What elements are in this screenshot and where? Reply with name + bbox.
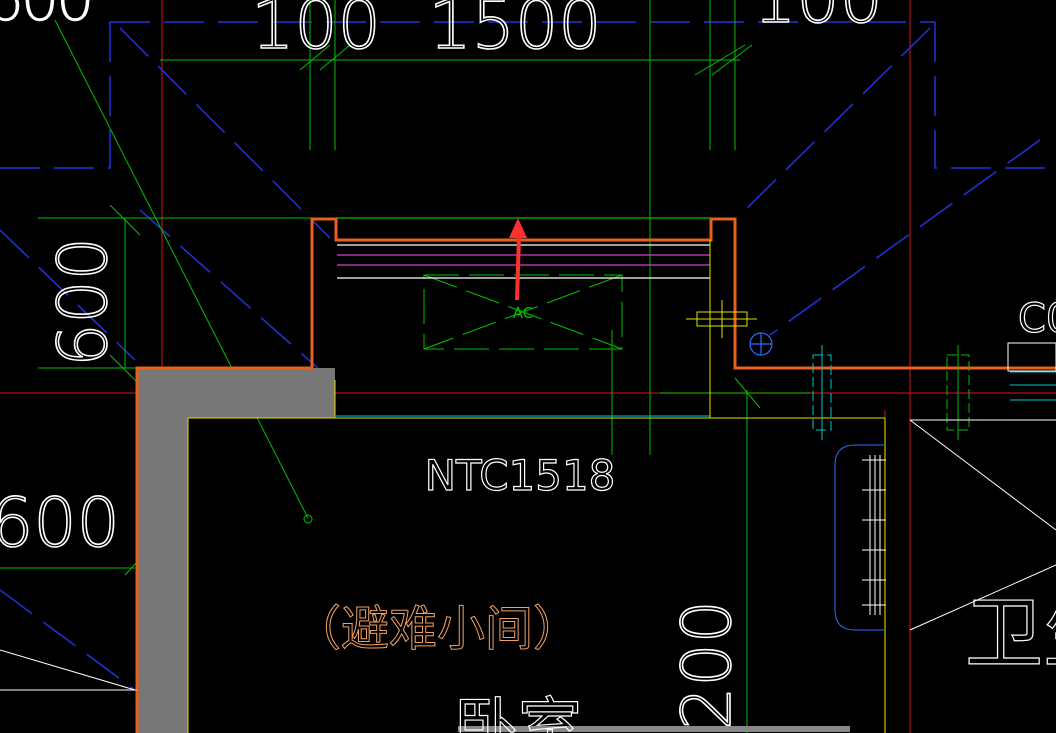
dim-left-vertical-600: 600 <box>44 237 123 367</box>
dim-top-100-a: 100 <box>251 0 381 65</box>
window-tag-label: NTC1518 <box>425 451 616 500</box>
right-partial-text: C0 <box>1018 296 1056 342</box>
blue-dashed-lines <box>0 21 1056 691</box>
drain-symbol[interactable] <box>749 332 773 356</box>
dim-left-600-partial: 600 <box>0 484 120 563</box>
room-refuge-label: （避难小间） <box>293 601 581 657</box>
gray-wall <box>137 368 335 733</box>
cyan-lines <box>336 345 1056 631</box>
ac-unit[interactable] <box>423 274 623 350</box>
window-glazing <box>335 217 710 279</box>
white-lines <box>0 342 1056 732</box>
red-arrow-icon <box>509 218 527 300</box>
green-lines <box>0 0 810 733</box>
dim-top-100-b: 100 <box>753 0 883 39</box>
wall-outline <box>135 217 1056 733</box>
ac-unit-label: AC <box>513 304 533 322</box>
room-bedroom-label: 卧室 <box>454 692 582 733</box>
right-bottom-partial-text: 卫生 <box>965 589 1056 679</box>
dim-top-left-partial: 600 <box>0 0 95 35</box>
dim-top-1500: 1500 <box>428 0 601 65</box>
dim-right-vertical-200: 200 <box>668 600 747 730</box>
